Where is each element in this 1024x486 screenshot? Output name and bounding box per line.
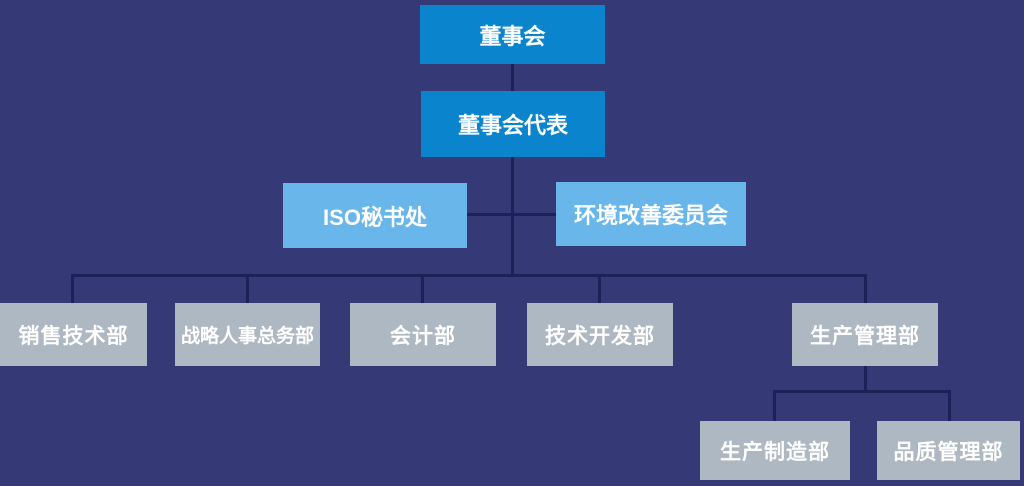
node-sales-technology-dept: 销售技术部 <box>0 303 147 366</box>
node-iso-secretariat-label: ISO秘书处 <box>323 204 427 230</box>
connector-drop-sales <box>71 274 74 303</box>
connector-drop-manufacturing <box>773 390 776 421</box>
connector-drop-tech-development <box>598 274 601 303</box>
connector-drop-accounting <box>421 274 424 303</box>
node-board-representative: 董事会代表 <box>421 91 605 157</box>
node-sales-technology-label: 销售技术部 <box>18 324 129 348</box>
node-board: 董事会 <box>420 5 605 64</box>
node-environment-committee: 环境改善委员会 <box>556 182 746 246</box>
node-strategy-hr-general-affairs-dept: 战略人事总务部 <box>175 303 320 366</box>
connector-environment-stub <box>514 213 556 216</box>
connector-sub-rail <box>773 390 951 393</box>
node-quality-management-label: 品质管理部 <box>893 440 1004 464</box>
node-production-manufacturing-dept: 生产制造部 <box>700 421 850 480</box>
node-production-management-dept: 生产管理部 <box>792 303 938 366</box>
connector-drop-strategy-hr <box>246 274 249 303</box>
node-technology-development-label: 技术开发部 <box>545 324 655 348</box>
node-accounting-label: 会计部 <box>390 324 456 348</box>
connector-drop-quality <box>948 390 951 421</box>
node-quality-management-dept: 品质管理部 <box>877 421 1020 480</box>
node-technology-development-dept: 技术开发部 <box>527 303 673 366</box>
node-iso-secretariat: ISO秘书处 <box>283 183 467 248</box>
node-production-manufacturing-label: 生产制造部 <box>720 440 830 464</box>
node-production-management-label: 生产管理部 <box>810 324 920 348</box>
node-strategy-hr-general-affairs-label: 战略人事总务部 <box>180 326 314 347</box>
node-board-representative-label: 董事会代表 <box>457 113 568 138</box>
connector-drop-production-management <box>864 274 867 303</box>
connector-iso-stub <box>467 213 511 216</box>
node-accounting-dept: 会计部 <box>350 303 496 366</box>
connector-board-to-representative <box>511 64 514 91</box>
connector-production-down <box>864 366 867 393</box>
connector-departments-rail <box>71 274 867 277</box>
connector-representative-to-rail <box>511 157 514 277</box>
node-environment-committee-label: 环境改善委员会 <box>573 203 728 228</box>
node-board-label: 董事会 <box>479 23 546 49</box>
